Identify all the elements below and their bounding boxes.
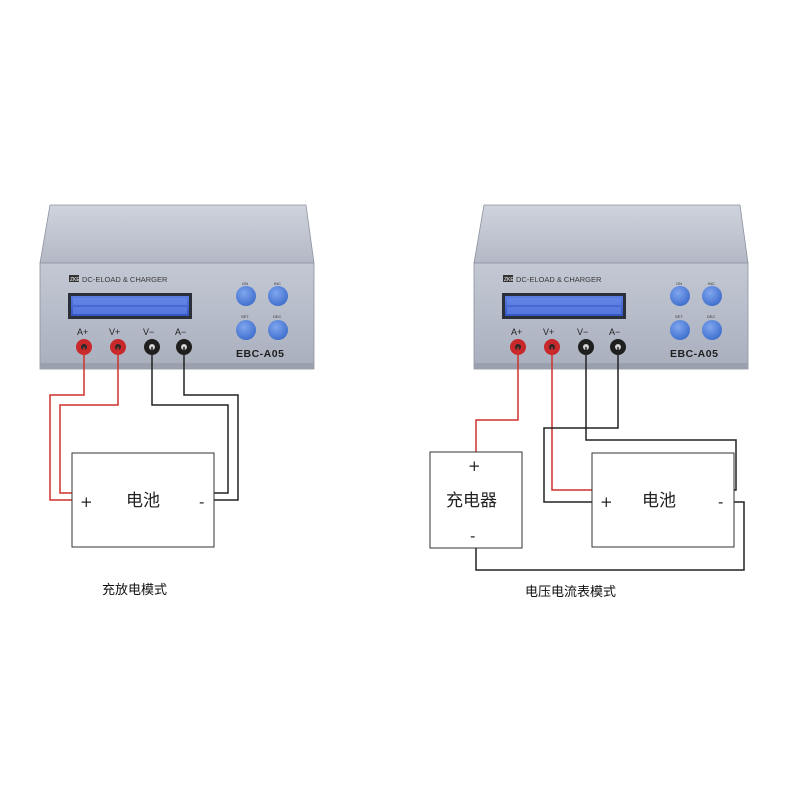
charger-label: 充电器	[446, 491, 497, 511]
charger-minus-sign: -	[470, 527, 475, 545]
button-label-on: ON	[242, 281, 248, 286]
charger: + 充电器 -	[429, 451, 523, 549]
battery-plus-sign: +	[600, 493, 613, 511]
button-label-set: SET	[675, 314, 683, 319]
terminal-label-v-plus: V+	[109, 327, 120, 337]
inc-button[interactable]	[268, 286, 288, 306]
battery-minus-sign: -	[199, 493, 204, 511]
model-label: EBC-A05	[236, 348, 284, 360]
inc-button[interactable]	[702, 286, 722, 306]
right-caption: 电压电流表模式	[525, 585, 616, 600]
charger-box	[429, 451, 523, 549]
terminal-label-a-plus: A+	[77, 327, 88, 337]
wiring-right	[475, 347, 745, 571]
terminal-label-v-minus: V−	[143, 327, 154, 337]
wire-a-plus	[49, 347, 85, 501]
terminal-label-v-minus: V−	[577, 327, 588, 337]
device-left: ZKE DC-ELOAD & CHARGER ON INC SET DEC A+…	[39, 204, 315, 370]
button-label-inc: INC	[708, 281, 715, 286]
button-label-on: ON	[676, 281, 682, 286]
button-label-dec: DEC	[273, 314, 282, 319]
wire-battery-minus-return	[475, 501, 745, 571]
battery-plus-sign: +	[80, 493, 93, 511]
wiring-left	[49, 347, 239, 501]
wire-a-plus	[475, 347, 519, 452]
wire-v-plus	[59, 347, 119, 494]
set-button[interactable]	[236, 320, 256, 340]
brand-logo-text: ZKE	[504, 277, 514, 283]
device-right: ZKE DC-ELOAD & CHARGER ON INC SET DEC A+…	[473, 204, 749, 370]
battery-left: + 电池 -	[71, 452, 215, 548]
wire-v-minus	[585, 347, 737, 491]
wire-v-minus	[151, 347, 229, 494]
terminal-label-a-minus: A−	[609, 327, 620, 337]
brand-logo	[503, 275, 513, 282]
terminal-label-a-plus: A+	[511, 327, 522, 337]
model-label: EBC-A05	[670, 348, 718, 360]
battery-right: + 电池 -	[591, 452, 735, 548]
brand-logo-text: ZKE	[70, 277, 80, 283]
dec-button[interactable]	[268, 320, 288, 340]
charger-plus-sign: +	[468, 457, 481, 475]
set-button[interactable]	[670, 320, 690, 340]
brand-logo	[69, 275, 79, 282]
dec-button[interactable]	[702, 320, 722, 340]
left-caption: 充放电模式	[102, 582, 167, 598]
button-label-inc: INC	[274, 281, 281, 286]
wire-v-plus	[551, 347, 592, 491]
terminal-label-a-minus: A−	[175, 327, 186, 337]
battery-label: 电池	[642, 491, 676, 511]
device-brand: DC-ELOAD & CHARGER	[82, 275, 168, 284]
terminal-label-v-plus: V+	[543, 327, 554, 337]
on-button[interactable]	[236, 286, 256, 306]
button-label-dec: DEC	[707, 314, 716, 319]
battery-minus-sign: -	[718, 493, 723, 511]
battery-box	[71, 452, 215, 548]
battery-label: 电池	[126, 491, 160, 511]
wire-a-minus	[543, 347, 619, 503]
battery-box	[591, 452, 735, 548]
button-label-set: SET	[241, 314, 249, 319]
wire-a-minus	[183, 347, 239, 501]
device-brand: DC-ELOAD & CHARGER	[516, 275, 602, 284]
on-button[interactable]	[670, 286, 690, 306]
